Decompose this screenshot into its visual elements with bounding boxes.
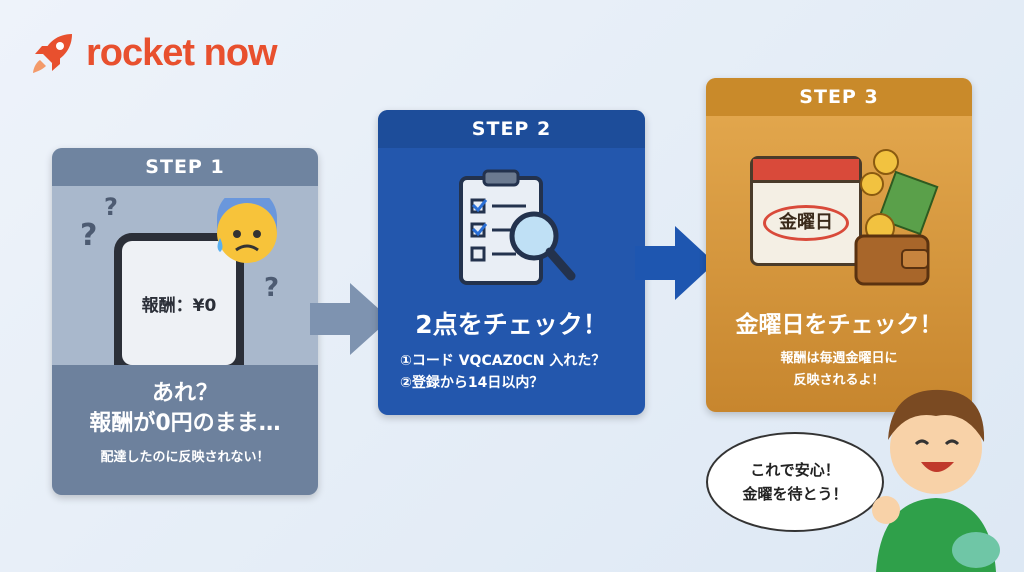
step2-label: STEP 2 <box>378 110 645 148</box>
delivery-boy-character <box>872 389 1000 572</box>
speech-line2: 金曜を待とう！ <box>742 485 848 503</box>
step3-label: STEP 3 <box>706 78 972 116</box>
logo: rocket now <box>28 28 278 78</box>
step2-checklist: ①コード VQCAZ0CN 入れた？ ②登録から14日以内？ <box>400 350 605 394</box>
step2-item: ①コード VQCAZ0CN 入れた？ <box>400 353 606 369</box>
step1-text-area: あれ？ 報酬が0円のまま… 配達したのに反映されない！ <box>52 365 318 495</box>
step2-title: 2点をチェック！ <box>415 310 608 339</box>
wallet-icon <box>854 149 939 286</box>
step3-subtitle: 報酬は毎週金曜日に 反映されるよ！ <box>706 348 972 392</box>
step1-title-line1: あれ？ <box>151 381 218 406</box>
rocket-icon <box>33 34 72 73</box>
step1-label: STEP 1 <box>52 148 318 186</box>
phone-screen-text: 報酬：¥0 <box>122 241 236 365</box>
step3-sub-line2: 反映されるよ！ <box>793 373 885 388</box>
arrow-right-icon <box>310 283 390 355</box>
anxious-face-icon <box>217 198 277 263</box>
speech-bubble: これで安心！ 金曜を待とう！ <box>706 432 884 532</box>
step3-card: STEP 3 金曜日 金曜日をチェック！ 報酬は毎週金曜日に 反映されるよ！ <box>706 78 972 412</box>
calendar-icon: 金曜日 <box>750 156 862 266</box>
clipboard-checklist-icon <box>459 169 576 285</box>
smartphone-icon: 報酬：¥0 <box>114 233 244 373</box>
step2-card: STEP 2 2点をチェック！ ①コード VQCAZ0CN 入れた？ ②登録から… <box>378 110 645 415</box>
step1-title-line2: 報酬が0円のまま… <box>89 411 281 436</box>
question-mark-icon: ? <box>264 273 280 303</box>
step3-title: 金曜日をチェック！ <box>735 312 943 338</box>
question-mark-icon: ? <box>80 218 98 253</box>
calendar-text: 金曜日 <box>763 205 849 241</box>
cash-icon <box>877 170 939 236</box>
step2-item: ②登録から14日以内？ <box>400 375 544 391</box>
step3-sub-line1: 報酬は毎週金曜日に <box>780 351 898 366</box>
step1-subtitle: 配達したのに反映されない！ <box>100 450 270 465</box>
question-mark-icon: ? <box>104 193 118 221</box>
logo-text: rocket now <box>86 31 278 74</box>
arrow-right-icon <box>635 226 715 300</box>
speech-line1: これで安心！ <box>750 461 840 479</box>
step1-card: STEP 1 ? ? ? 報酬：¥0 あれ？ 報酬が0円のまま… 配達したのに反… <box>52 148 318 495</box>
